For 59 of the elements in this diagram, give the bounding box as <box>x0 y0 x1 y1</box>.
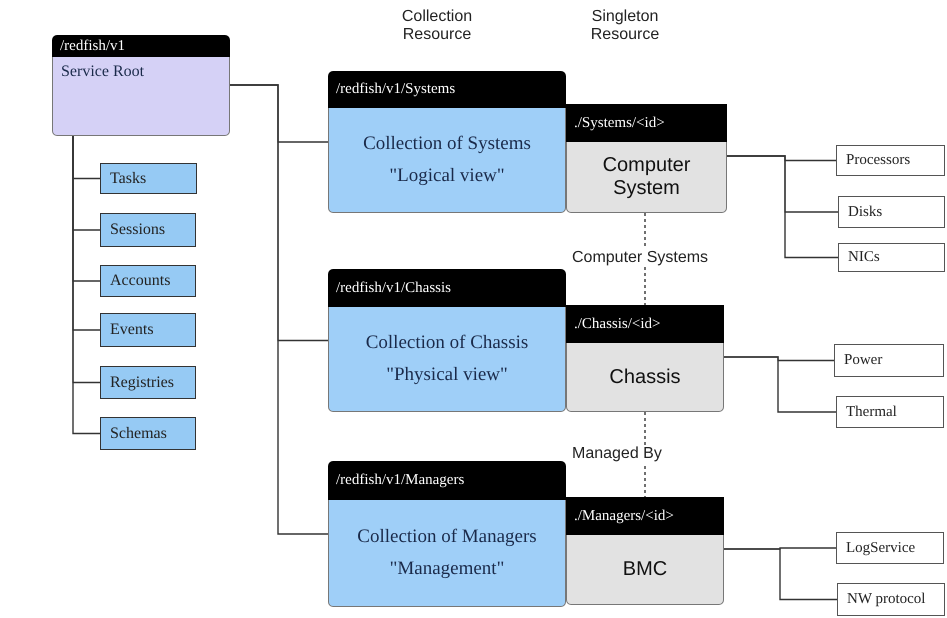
resource-box <box>838 243 945 272</box>
node-title: LogService <box>846 540 916 556</box>
node-title: Collection of Managers <box>357 526 537 548</box>
collection-box <box>328 71 566 213</box>
node-title: Sessions <box>110 221 166 239</box>
connector-line <box>724 548 837 600</box>
node-title: Collection of Systems <box>363 133 531 155</box>
resource-box <box>566 305 724 412</box>
service-root-box <box>52 35 230 136</box>
node-title: Collection of Chassis <box>366 332 528 354</box>
resource-box <box>100 417 196 450</box>
node-subtitle: "Logical view" <box>389 165 505 187</box>
path-label: /redfish/v1 <box>52 35 230 57</box>
resource-box <box>837 583 945 616</box>
collection-box <box>328 461 566 607</box>
edge-label: Computer Systems <box>570 249 710 267</box>
node-title: Accounts <box>110 272 170 290</box>
connector-line <box>72 136 100 434</box>
path-label: /redfish/v1/Managers <box>328 461 566 500</box>
collection-box <box>328 269 566 412</box>
path-label: ./Systems/<id> <box>566 104 727 142</box>
connector-line <box>230 84 328 535</box>
path-label: /redfish/v1/Chassis <box>328 269 566 307</box>
node-title: Thermal <box>846 404 897 420</box>
node-title: Schemas <box>110 424 167 442</box>
resource-box <box>836 145 945 176</box>
connector-line <box>724 356 836 413</box>
connector-line <box>727 155 838 258</box>
node-title: NICs <box>848 249 880 266</box>
node-title: Tasks <box>110 170 146 188</box>
resource-box <box>836 532 944 564</box>
node-title: Disks <box>848 204 882 220</box>
resource-box <box>100 265 196 297</box>
column-heading: Singleton Resource <box>590 8 660 44</box>
resource-box <box>100 163 197 194</box>
path-label: ./Chassis/<id> <box>566 305 724 343</box>
resource-box <box>838 196 945 228</box>
path-label: /redfish/v1/Systems <box>328 71 566 108</box>
node-title: Power <box>844 352 882 369</box>
node-subtitle: "Management" <box>390 558 504 580</box>
path-label: ./Managers/<id> <box>566 497 724 535</box>
node-title: Chassis <box>609 366 681 388</box>
node-subtitle: "Physical view" <box>386 364 508 386</box>
resource-box <box>566 104 727 213</box>
node-title: Computer System <box>602 154 692 200</box>
node-title: Processors <box>846 152 910 169</box>
resource-box <box>836 396 944 428</box>
resource-box <box>100 213 196 247</box>
node-title: Service Root <box>61 63 144 81</box>
node-title: NW protocol <box>847 591 926 608</box>
resource-box <box>100 366 196 399</box>
column-heading: Collection Resource <box>400 8 474 44</box>
edge-label: Managed By <box>570 444 664 462</box>
node-title: Registries <box>110 374 174 392</box>
resource-box <box>100 313 196 347</box>
resource-box <box>566 497 724 605</box>
resource-box <box>834 344 944 377</box>
node-title: Events <box>110 321 154 339</box>
node-title: BMC <box>622 558 668 581</box>
